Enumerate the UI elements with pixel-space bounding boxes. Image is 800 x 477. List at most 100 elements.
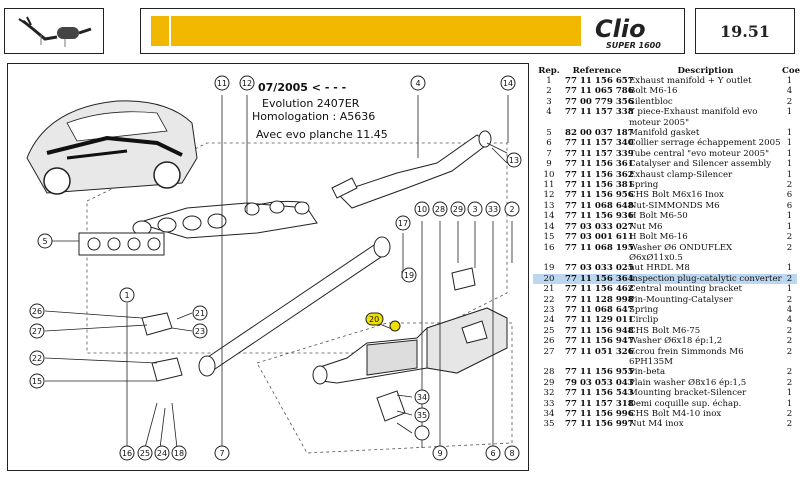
callout-1: 1: [124, 291, 129, 300]
cell-reference: 77 11 156 381: [565, 180, 634, 191]
cell-description: 6PH135M: [629, 356, 673, 367]
header-description: Description: [677, 66, 734, 76]
header-reference: Reference: [572, 66, 622, 76]
cell-reference: 77 11 156 997: [565, 419, 634, 430]
cell-description: Silentbloc: [629, 96, 673, 107]
table-row[interactable]: moteur 2005": [533, 118, 797, 128]
cell-coef: 4: [786, 315, 793, 326]
cell-rep: [533, 253, 565, 263]
cell-coef: 2: [786, 242, 793, 253]
table-row[interactable]: Ø6xØ11x0.5: [533, 253, 797, 263]
cell-description: Nut-SIMMONDS M6: [629, 200, 720, 211]
cell-rep: 7: [546, 148, 552, 159]
band-stripe-2: [171, 16, 661, 46]
cell-reference: 77 11 128 998: [565, 294, 634, 305]
callout-11: 11: [217, 79, 227, 88]
callout-25: 25: [140, 449, 150, 458]
cell-coef: 2: [786, 180, 793, 191]
cell-coef: 2: [786, 325, 793, 336]
callout-26: 26: [32, 307, 42, 316]
cell-coef: 1: [786, 263, 793, 274]
callout-17: 17: [398, 219, 408, 228]
header-band-graphic: Clio SUPER 1600: [151, 13, 679, 51]
cell-coef: [782, 357, 797, 367]
cell-coef: 1: [786, 398, 793, 409]
callout-16: 16: [122, 449, 132, 458]
cell-description: moteur 2005": [629, 117, 690, 128]
callout-5: 5: [42, 237, 47, 246]
model-badge-text: SUPER 1600: [606, 41, 661, 50]
cell-description: Nut M6: [629, 221, 663, 232]
cell-reference: 77 11 129 011: [565, 315, 634, 326]
cell-reference: 79 03 053 043: [565, 377, 634, 388]
header-rep: Rep.: [538, 66, 560, 76]
cell-rep: 16: [543, 242, 555, 253]
cell-coef: 1: [786, 284, 793, 295]
cell-description: Catalyser and Silencer assembly: [629, 159, 772, 170]
cell-rep: 21: [543, 284, 555, 295]
cell-rep: 14: [543, 211, 555, 222]
header-coef: Coef: [782, 66, 800, 76]
table-row[interactable]: 6PH135M: [533, 357, 797, 367]
cell-rep: 25: [543, 325, 555, 336]
manifold-gasket: [78, 232, 165, 256]
note-board: Avec evo planche 11.45: [256, 128, 388, 141]
callout-4: 4: [415, 79, 420, 88]
cell-rep: 12: [543, 190, 555, 201]
callout-14: 14: [503, 79, 513, 88]
cell-reference: 77 00 779 356: [565, 96, 634, 107]
callout-24: 24: [157, 449, 167, 458]
cell-rep: 5: [546, 128, 552, 139]
cell-coef: 1: [786, 76, 793, 86]
cell-reference: 77 03 001 611: [565, 232, 634, 243]
cell-rep: 2: [546, 86, 552, 97]
callout-21: 21: [195, 309, 205, 318]
cell-rep: [533, 357, 565, 367]
cell-reference: 77 11 157 318: [565, 398, 634, 409]
cell-reference: 77 11 156 936: [565, 211, 634, 222]
brand-logo-text: Clio: [595, 15, 646, 43]
cell-reference: 77 11 065 786: [565, 86, 634, 97]
band-stripe-1: [151, 16, 169, 46]
page-number: 19.51: [719, 21, 771, 41]
callout-22: 22: [32, 354, 42, 363]
cell-description: Demi coquille sup. échap.: [629, 398, 742, 409]
cell-description: Ø6xØ11x0.5: [629, 252, 683, 263]
cell-rep: 28: [543, 367, 555, 378]
cell-description: Exhaust clamp-Silencer: [629, 169, 733, 180]
inspection-plug-marker: [389, 320, 401, 332]
callout-3: 3: [472, 205, 477, 214]
cell-description: nut HRDL M8: [629, 263, 690, 274]
